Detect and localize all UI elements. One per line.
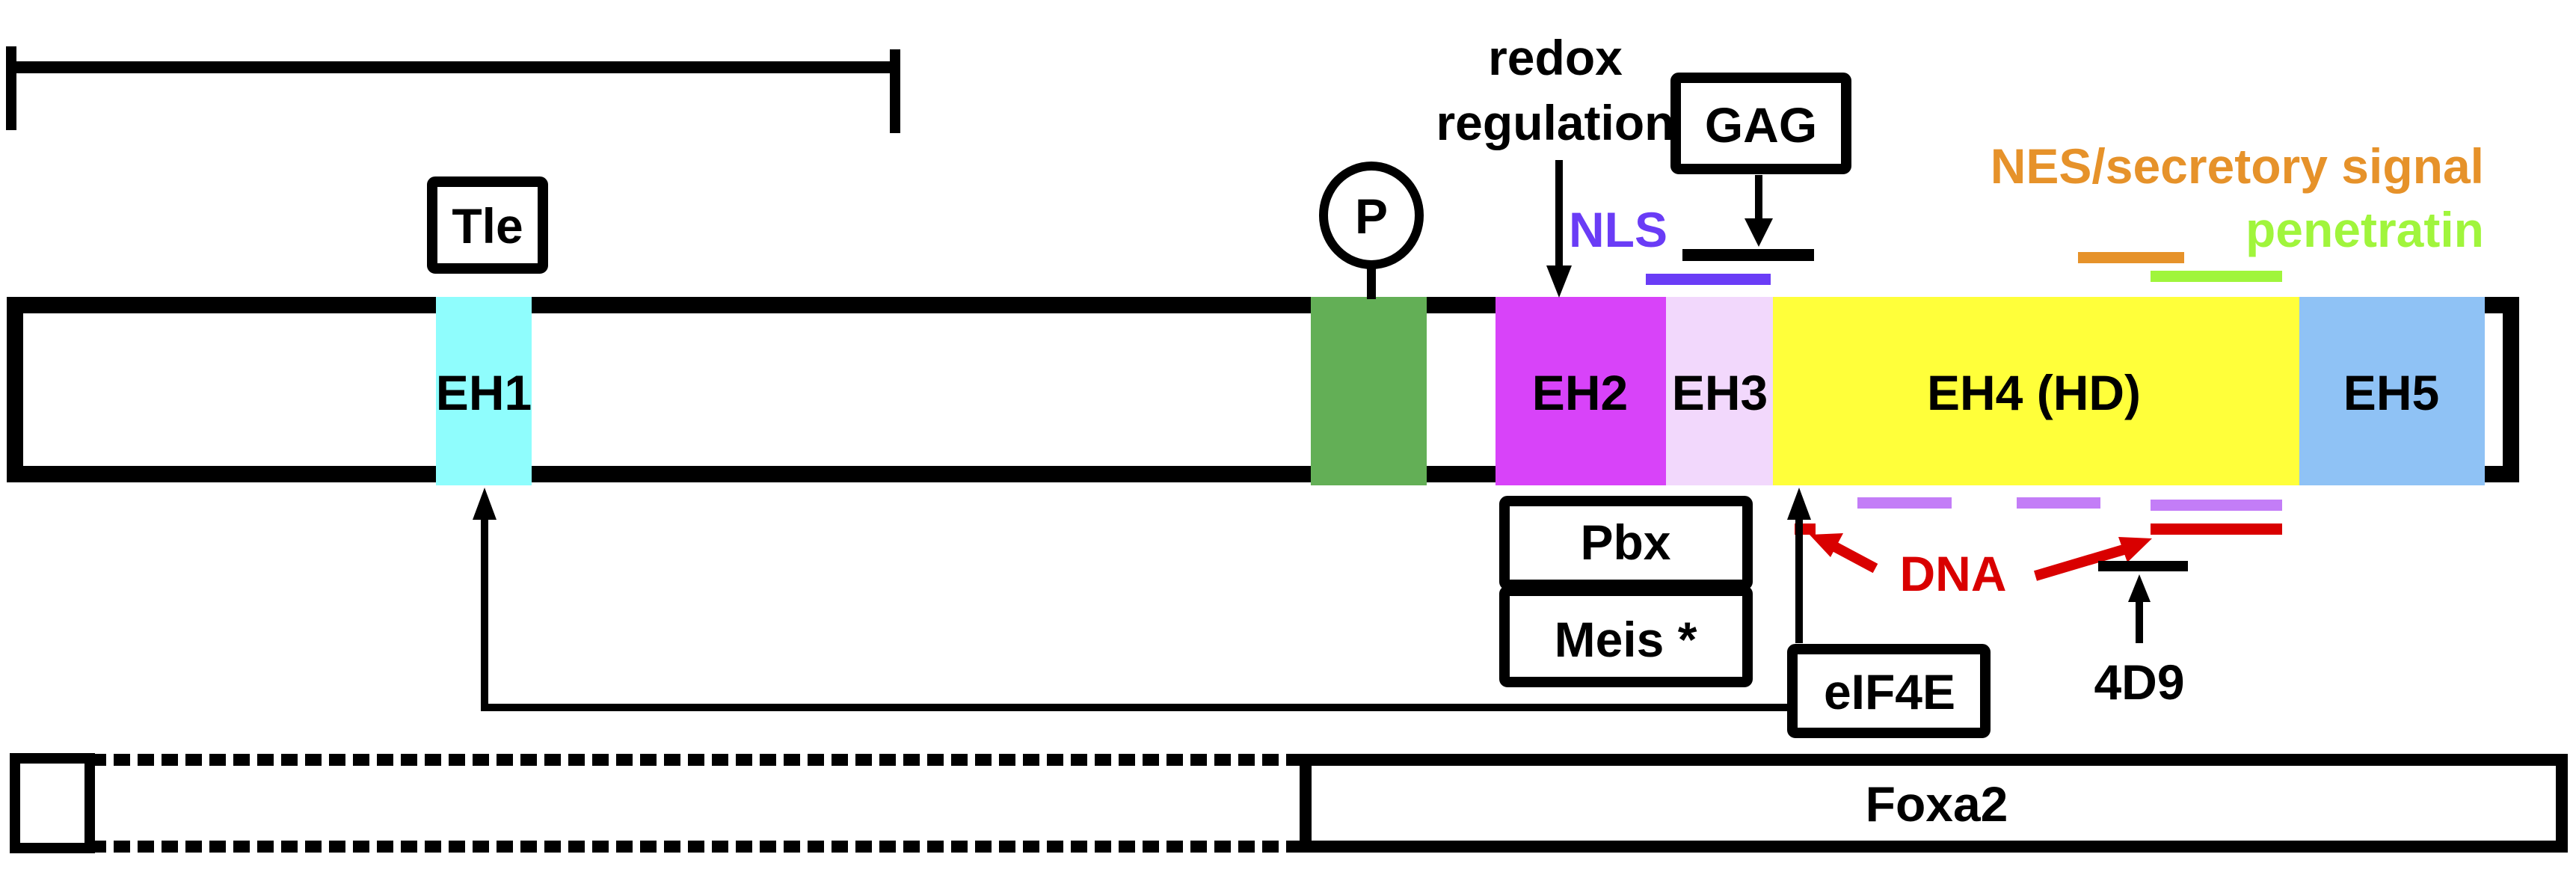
domain-phospho-region <box>1311 297 1427 485</box>
nes-region <box>2078 252 2184 263</box>
tle-box: Tle <box>427 176 548 274</box>
nls-label: NLS <box>1569 202 1667 257</box>
redox-label-line2: regulation <box>1436 95 1674 150</box>
domain-eh5-label: EH5 <box>2343 365 2439 420</box>
eif4e-label: eIF4E <box>1824 664 1955 719</box>
domain-eh2 <box>1496 297 1666 485</box>
domain-eh2-label: EH2 <box>1532 365 1628 420</box>
helix-mark-1 <box>1857 497 1952 509</box>
phosphorylation-marker: P <box>1319 162 1424 299</box>
domain-eh3 <box>1666 297 1773 485</box>
domain-eh4-homeodomain <box>1773 297 2299 485</box>
tle-label: Tle <box>452 198 523 254</box>
domain-eh5 <box>2299 297 2485 485</box>
helix-mark-2 <box>2017 497 2100 509</box>
redox-label-line1: redox <box>1488 30 1623 85</box>
dna-arrow-right-icon <box>2034 537 2152 581</box>
domain-eh3-label: EH3 <box>1672 365 1768 420</box>
eif4e-arrow-to-eh1-icon <box>473 488 1787 711</box>
dna-label: DNA <box>1900 546 2007 601</box>
scale-bar-line <box>13 61 896 73</box>
pbx-box: Pbx <box>1499 496 1753 590</box>
redox-arrow-icon <box>1546 160 1572 298</box>
gag-binding-region <box>1682 249 1814 261</box>
phospho-circle-icon <box>1319 162 1424 269</box>
nls-region <box>1646 274 1771 285</box>
dna-contact-helix3 <box>2151 523 2282 535</box>
meis-box: Meis * <box>1499 586 1753 687</box>
scale-bar <box>6 46 900 133</box>
foxa2-solid-region <box>1300 754 2568 853</box>
phospho-label: P <box>1355 188 1388 244</box>
antibody-4d9-arrow-icon <box>2128 574 2151 643</box>
domain-eh1 <box>436 297 532 485</box>
penetratin-region <box>2151 271 2282 282</box>
pbx-label: Pbx <box>1580 515 1670 570</box>
eif4e-box: eIF4E <box>1787 644 1991 738</box>
domain-eh1-label: EH1 <box>436 365 532 420</box>
nes-label: NES/secretory signal <box>1991 138 2484 194</box>
eif4e-arrow-to-eh3-icon <box>1787 488 1811 643</box>
antibody-4d9-label: 4D9 <box>2094 654 2184 710</box>
antibody-4d9-epitope <box>2098 561 2188 571</box>
scale-bar-left-tick <box>6 46 16 130</box>
gag-label: GAG <box>1705 97 1817 153</box>
meis-label: Meis * <box>1555 612 1697 667</box>
dna-arrow-left-icon <box>1810 533 1878 574</box>
scale-bar-right-tick <box>890 49 900 133</box>
foxa2-label: Foxa2 <box>1866 776 2008 832</box>
helix-mark-3 <box>2151 500 2282 511</box>
gag-box: GAG <box>1670 73 1851 174</box>
foxa2-bar: Foxa2 <box>10 753 2568 853</box>
domain-eh4-label: EH4 (HD) <box>1927 365 2141 420</box>
penetratin-label: penetratin <box>2245 202 2484 257</box>
foxa2-stub <box>10 753 95 853</box>
gag-arrow-icon <box>1745 175 1773 247</box>
